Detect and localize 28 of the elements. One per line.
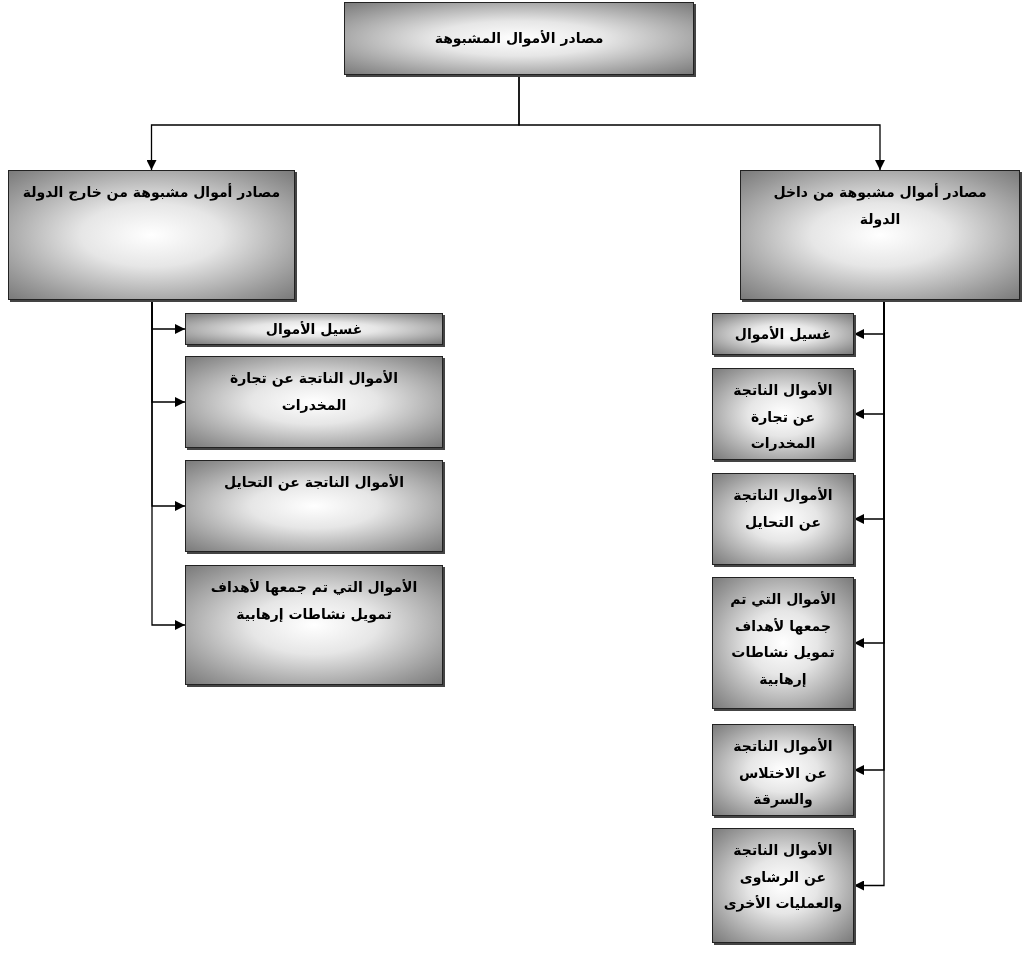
process-box bbox=[712, 828, 854, 943]
box-label: الأموال التي تم جمعها لأهداف تمويل نشاطات إرهابية bbox=[729, 590, 837, 689]
box-label: الأموال الناتجة عن تجارة المخدرات bbox=[228, 369, 400, 415]
process-box bbox=[740, 170, 1020, 300]
box-label: الأموال التي تم جمعها لأهداف تمويل نشاطات إرهابية bbox=[209, 578, 419, 625]
box-label: الأموال الناتجة عن التحايل bbox=[223, 473, 405, 493]
process-box bbox=[185, 460, 443, 552]
box-label: مصادر أموال مشبوهة من داخل الدولة bbox=[772, 182, 988, 230]
process-box bbox=[185, 565, 443, 685]
process-box bbox=[712, 368, 854, 460]
box-label: الأموال الناتجة عن الرشاوى والعمليات الأخرى bbox=[723, 841, 843, 914]
box-label: الأموال الناتجة عن التحايل bbox=[732, 486, 834, 533]
process-box bbox=[344, 2, 694, 75]
process-box bbox=[185, 356, 443, 448]
connector-arrow bbox=[146, 74, 520, 171]
process-box bbox=[712, 577, 854, 709]
process-box bbox=[712, 313, 854, 355]
process-box bbox=[712, 724, 854, 816]
box-label: الأموال الناتجة عن الاختلاس والسرقة bbox=[732, 737, 834, 810]
box-label: مصادر الأموال المشبوهة bbox=[434, 29, 604, 49]
process-box bbox=[8, 170, 295, 300]
box-label: غسيل الأموال bbox=[734, 324, 832, 345]
box-label: غسيل الأموال bbox=[265, 319, 363, 340]
process-box bbox=[185, 313, 443, 345]
box-label: مصادر أموال مشبوهة من خارج الدولة bbox=[22, 182, 281, 203]
box-label: الأموال الناتجة عن تجارة المخدرات bbox=[732, 381, 834, 454]
connector-arrow bbox=[151, 299, 186, 630]
process-box bbox=[712, 473, 854, 565]
